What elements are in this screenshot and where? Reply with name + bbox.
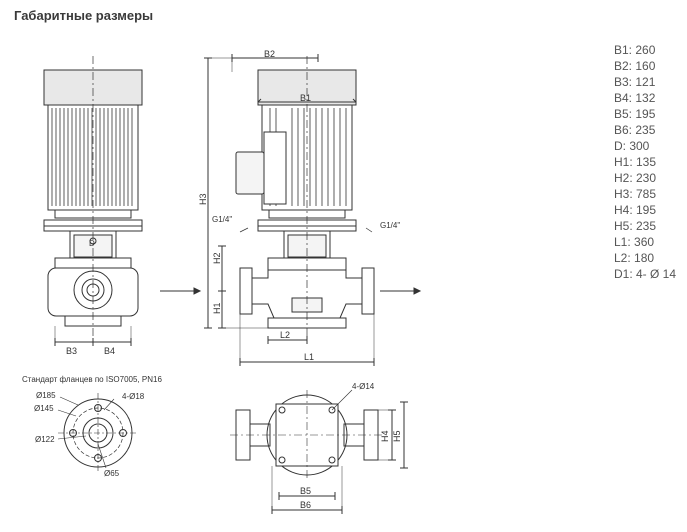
dim-h5-label: H5 <box>392 430 402 442</box>
dimension-item: B1: 260 <box>614 43 656 57</box>
dimension-item: H4: 195 <box>614 203 657 217</box>
dimension-item: B4: 132 <box>614 91 656 105</box>
dim-b5-label: B5 <box>300 486 311 496</box>
dimension-item: B5: 195 <box>614 107 656 121</box>
dim-h3-label: H3 <box>198 193 208 205</box>
bolt-hole <box>69 429 77 437</box>
dim-b1-label: B1 <box>300 93 311 103</box>
dimension-item: B3: 121 <box>614 75 656 89</box>
dimension-item: L1: 360 <box>614 235 655 249</box>
terminal-box <box>235 151 265 195</box>
dim-b6-label: B6 <box>300 500 311 510</box>
mount-hole <box>328 406 336 414</box>
dimension-item: D: 300 <box>614 139 650 153</box>
front-view <box>43 56 143 346</box>
page-title: Габаритные размеры <box>14 8 154 23</box>
dim-l2-label: L2 <box>280 330 290 340</box>
top-holes-label: 4-Ø14 <box>352 382 375 391</box>
flange-d185-label: Ø185 <box>36 391 56 400</box>
dim-l1-label: L1 <box>304 352 314 362</box>
dimension-item: H3: 785 <box>614 187 657 201</box>
gauge-port-left-label: G1/4" <box>212 215 232 224</box>
flange-d65-label: Ø65 <box>104 469 120 478</box>
mount-hole <box>328 456 336 464</box>
flange-d122-label: Ø122 <box>35 435 55 444</box>
flange-d145-label: Ø145 <box>34 404 54 413</box>
dim-d-label: D <box>89 239 95 248</box>
dimension-item: H2: 230 <box>614 171 657 185</box>
terminal-cover <box>263 131 287 205</box>
top-view <box>230 389 408 514</box>
side-view <box>160 54 422 366</box>
dimension-item: D1: 4- Ø 14 <box>614 267 677 281</box>
dim-h1-label: H1 <box>212 302 222 314</box>
flange-d18-label: 4-Ø18 <box>122 392 145 401</box>
pump-housing <box>251 269 363 319</box>
dim-b3-label: B3 <box>66 346 77 356</box>
dimension-item: B2: 160 <box>614 59 656 73</box>
dim-b4-label: B4 <box>104 346 115 356</box>
dimension-item: B6: 235 <box>614 123 656 137</box>
flange-standard-caption: Стандарт фланцев по ISO7005, PN16 <box>22 375 162 384</box>
flange-left <box>239 267 253 315</box>
dim-h2-label: H2 <box>212 252 222 264</box>
mount-hole <box>278 456 286 464</box>
flange-right <box>361 267 375 315</box>
dimension-list: B1: 260 B2: 160 B3: 121 B4: 132 B5: 195 … <box>614 42 676 282</box>
bolt-hole <box>94 404 102 412</box>
motor-fins <box>51 108 133 206</box>
dimension-item: H5: 235 <box>614 219 657 233</box>
dimension-item: H1: 135 <box>614 155 657 169</box>
dim-h4-label: H4 <box>380 430 390 442</box>
gauge-port-right-label: G1/4" <box>380 221 400 230</box>
lantern-plate <box>43 225 143 232</box>
dimension-item: L2: 180 <box>614 251 655 265</box>
lantern-plate <box>257 225 357 232</box>
mount-hole <box>278 406 286 414</box>
dim-b2-label: B2 <box>264 49 275 59</box>
flange-detail <box>57 393 138 473</box>
